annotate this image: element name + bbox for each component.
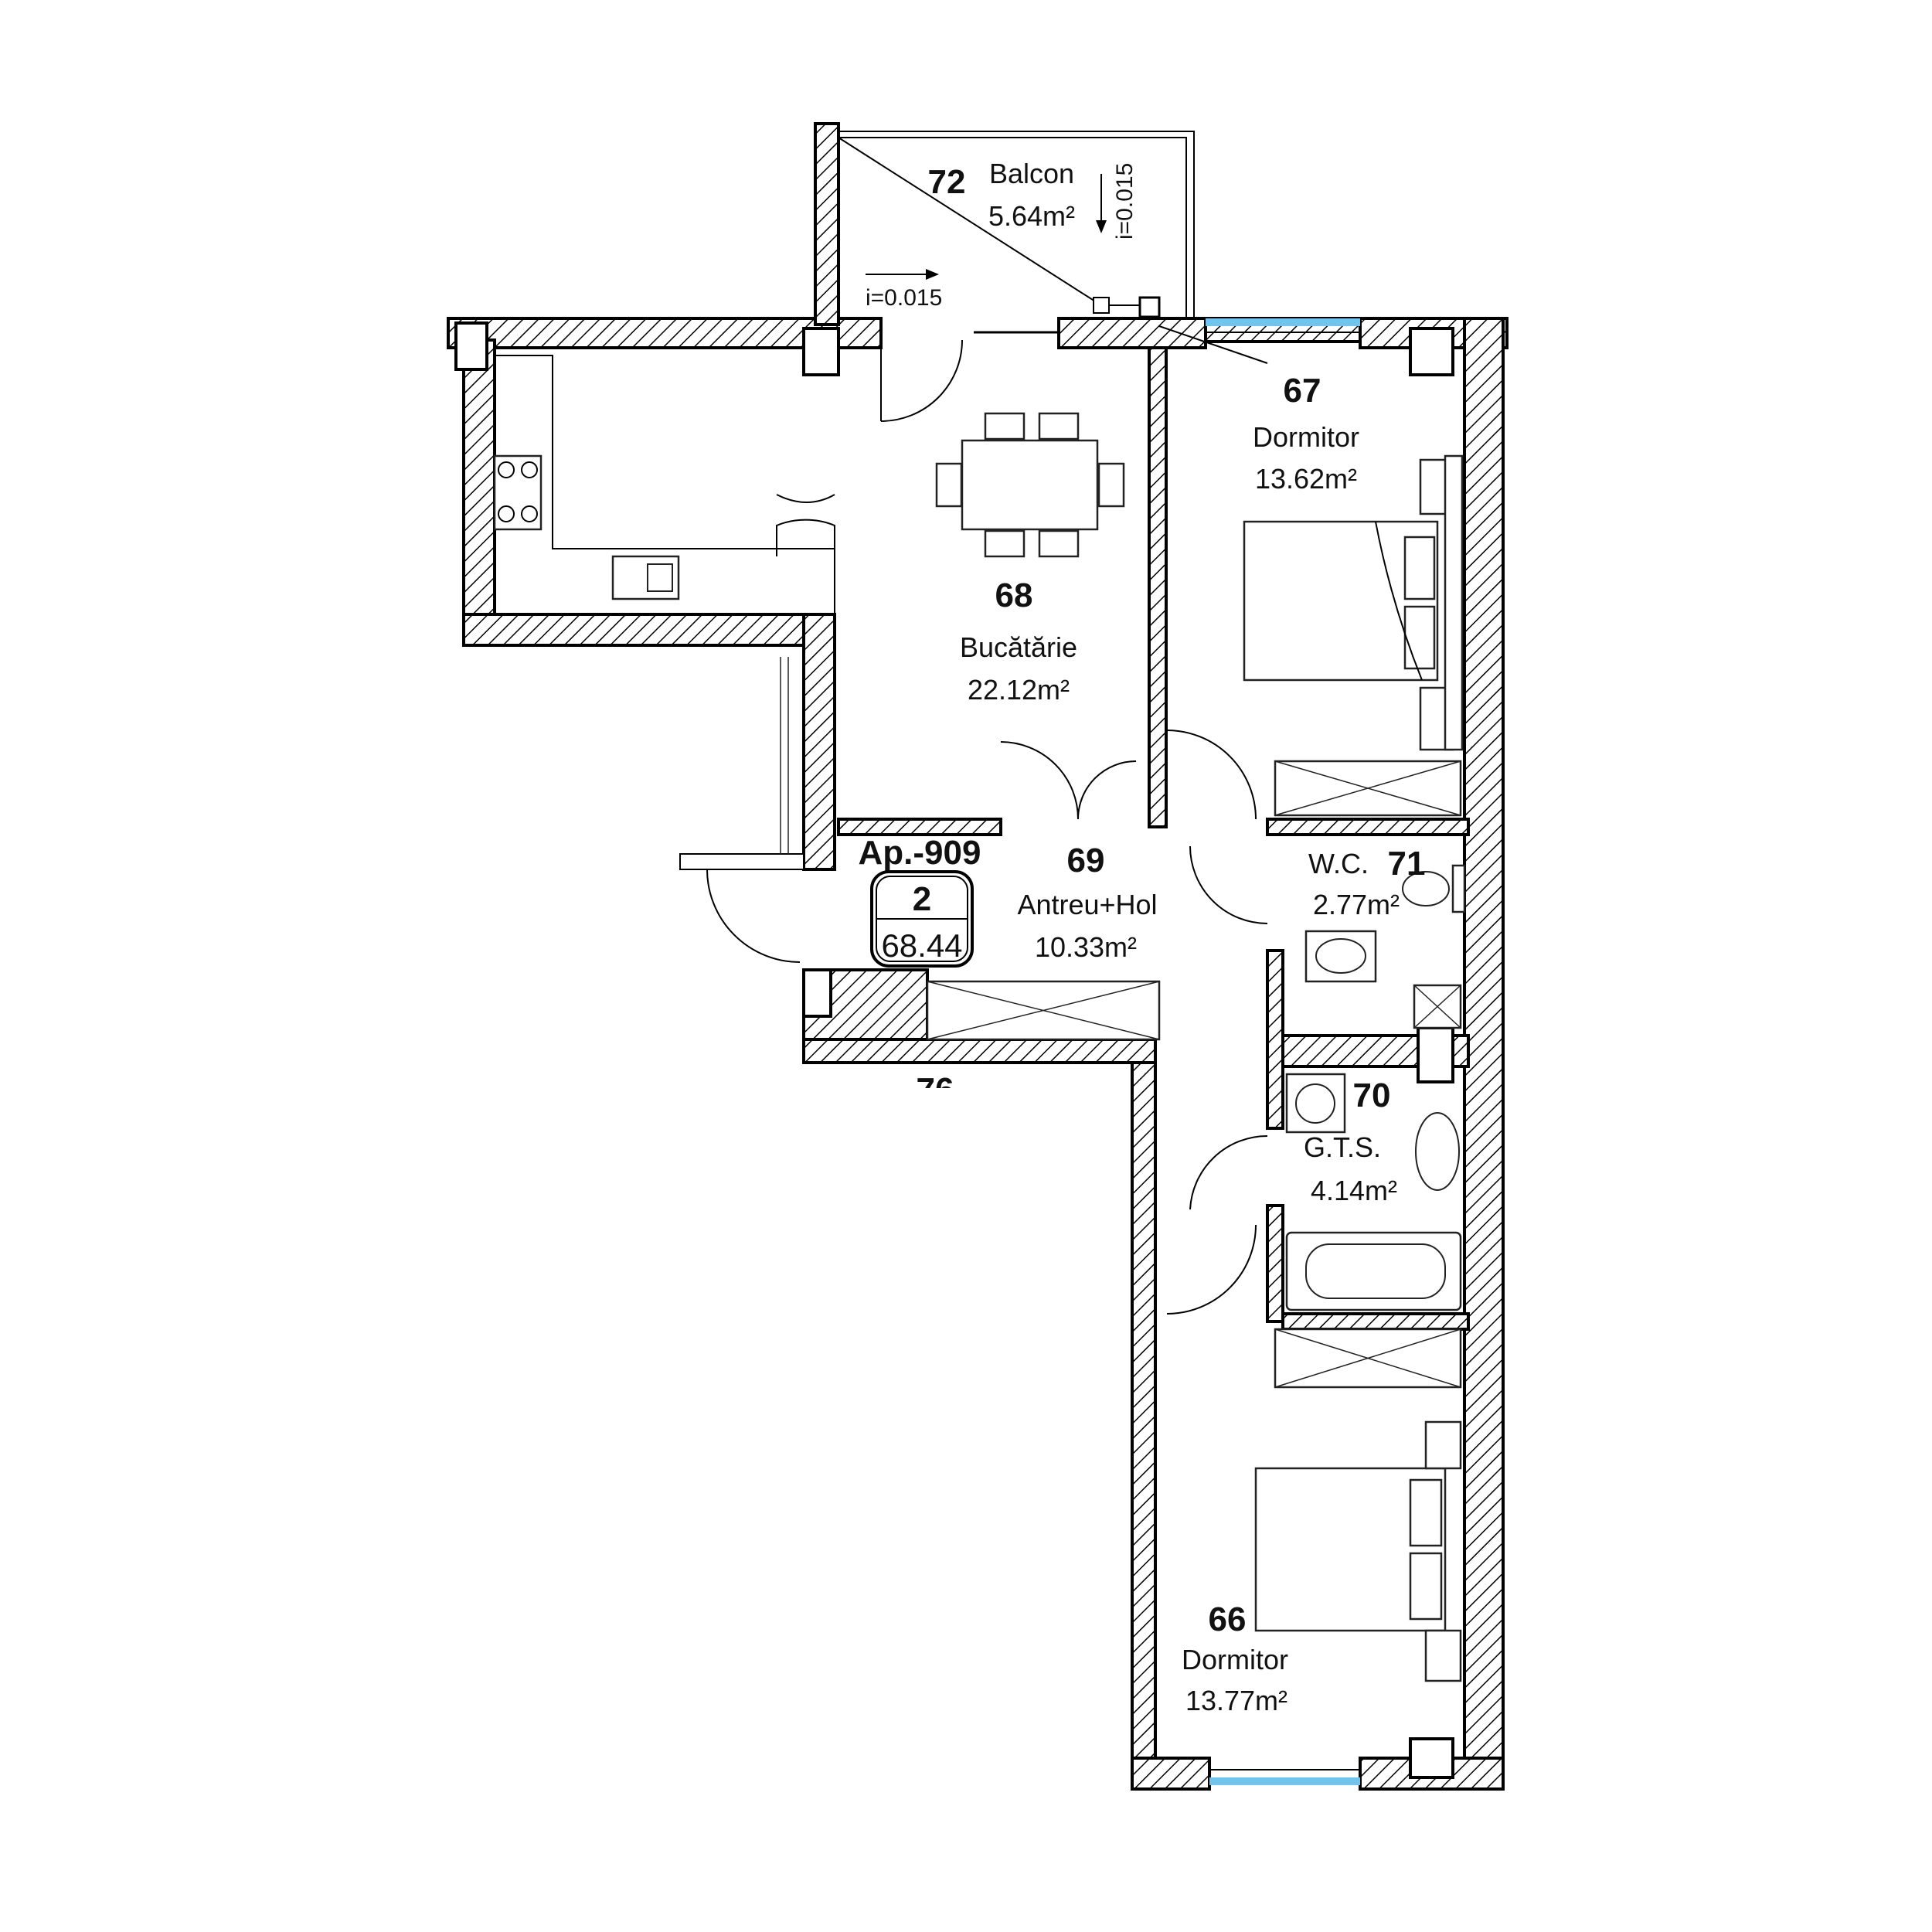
slope-label-vertical: i=0.015 (1112, 163, 1138, 240)
slope-arrow-vertical (1096, 174, 1107, 233)
room-name: W.C. (1308, 848, 1369, 879)
room-name: Balcon (989, 158, 1074, 189)
room-name: Dormitor (1182, 1644, 1288, 1675)
dining-table (935, 412, 1125, 558)
slope-arrow-horizontal (866, 269, 939, 280)
room-label-66: 66 Dormitor 13.77m² (1182, 1600, 1288, 1716)
bathroom-fixtures (1285, 1073, 1462, 1311)
entrance-wardrobe (926, 980, 1161, 1041)
room-label-68: 68 Bucătărie 22.12m² (960, 577, 1077, 706)
apartment-rooms: 2 (913, 880, 931, 918)
room-name: Antreu+Hol (1017, 889, 1157, 920)
room-number: 67 (1284, 372, 1321, 410)
room-area: 13.77m² (1185, 1685, 1287, 1716)
room-number: 71 (1388, 845, 1426, 883)
room-label-70: 70 G.T.S. 4.14m² (1304, 1077, 1397, 1206)
room-label-72: 72 Balcon 5.64m² (928, 158, 1076, 232)
bed-66 (1254, 1420, 1462, 1682)
room-number: 69 (1067, 842, 1105, 879)
doors (706, 339, 1268, 1315)
room-area: 10.33m² (1035, 931, 1137, 963)
room-area: 5.64m² (988, 200, 1075, 232)
room-number: 68 (995, 577, 1033, 614)
wardrobe-67 (1274, 760, 1462, 817)
bed-67 (1243, 454, 1464, 751)
room-name: G.T.S. (1304, 1131, 1381, 1163)
room-area: 2.77m² (1313, 889, 1400, 920)
windows (974, 318, 1360, 1785)
slope-label-horizontal: i=0.015 (866, 285, 942, 311)
room-name: Dormitor (1253, 421, 1359, 453)
room-label-69: 69 Antreu+Hol 10.33m² (1017, 842, 1157, 963)
wc-fixtures (1304, 864, 1466, 1029)
room-area: 4.14m² (1311, 1175, 1397, 1206)
kitchen-counter (493, 355, 835, 614)
room-area: 22.12m² (968, 674, 1070, 706)
room-label-71: W.C. 71 2.77m² (1308, 845, 1425, 920)
apartment-label: Ap.-909 (859, 834, 981, 872)
wardrobe-66 (1274, 1328, 1462, 1389)
apartment-badge: Ap.-909 2 68.44 (859, 834, 981, 968)
room-number: 70 (1353, 1077, 1391, 1114)
room-area: 13.62m² (1255, 463, 1357, 495)
stair-shaft (679, 657, 804, 870)
apartment-total-area: 68.44 (881, 927, 962, 964)
balcony-railing (838, 131, 1268, 364)
room-label-67: 67 Dormitor 13.62m² (1253, 372, 1359, 495)
room-number: 72 (928, 163, 966, 201)
room-number: 66 (1209, 1600, 1247, 1638)
room-name: Bucătărie (960, 631, 1077, 663)
